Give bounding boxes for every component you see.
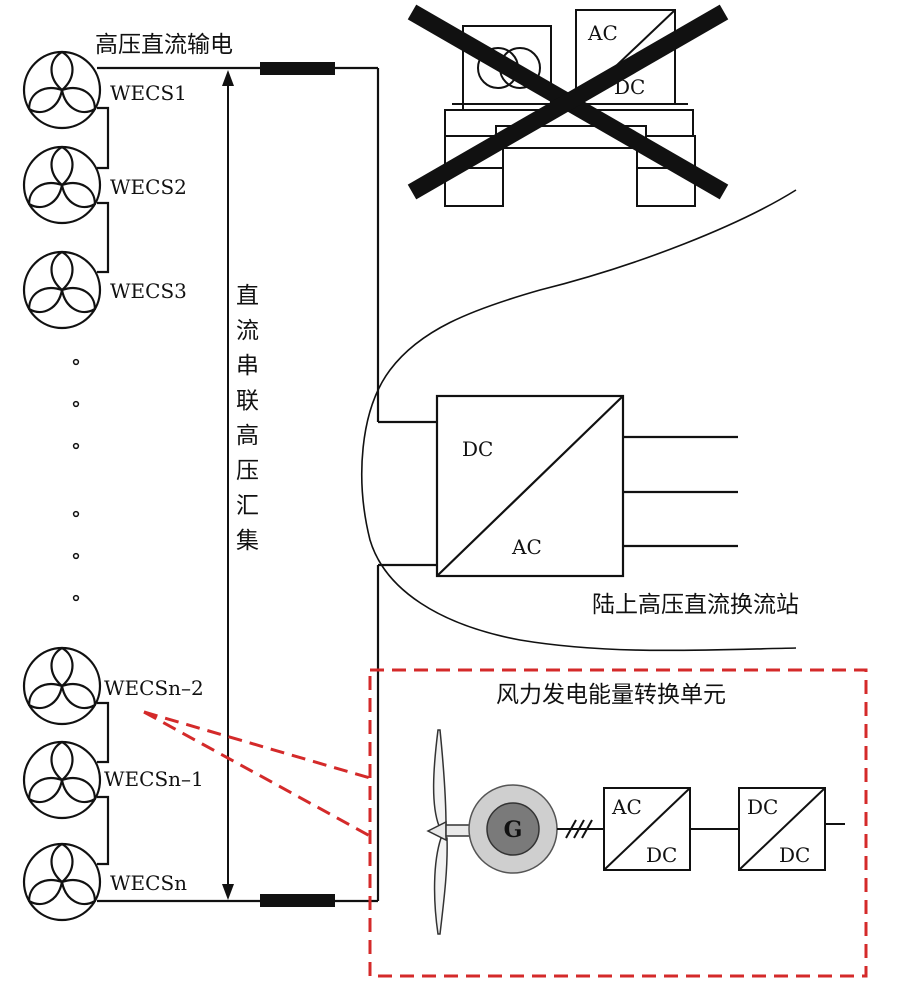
three-phase-link: [557, 819, 604, 839]
unit-converter-dc-dc: DC DC: [738, 787, 826, 871]
turbine-column: [22, 50, 102, 922]
turbine-label: WECS3: [110, 279, 187, 303]
hvdc-transmission-label: 高压直流输电: [95, 32, 233, 58]
series-connections: [97, 66, 437, 903]
converter-bottom-label: DC: [779, 843, 810, 867]
converter-bottom-label: AC: [511, 535, 542, 559]
energy-unit-title: 风力发电能量转换单元: [496, 682, 726, 708]
energy-conversion-unit-box: [368, 668, 868, 978]
turbine-label: WECS1: [110, 81, 187, 105]
svg-text:集: 集: [236, 528, 259, 554]
dc-series-collection-label: 直 流 串 联 高 压 汇 集: [236, 283, 259, 554]
turbine-icon: [22, 50, 102, 130]
turbine-label: WECSn–2: [104, 676, 204, 700]
converter-top-label: DC: [747, 795, 778, 819]
wind-rotor-icon: [426, 729, 475, 935]
svg-text:汇: 汇: [236, 493, 259, 519]
converter-top-label: AC: [611, 795, 642, 819]
svg-text:流: 流: [236, 318, 259, 344]
turbine-icon: [22, 646, 102, 726]
onshore-station-label: 陆上高压直流换流站: [592, 592, 799, 618]
turbine-label: WECSn: [110, 871, 187, 895]
callout-lines: [143, 710, 371, 838]
svg-text:压: 压: [236, 458, 259, 484]
generator-icon: G: [468, 784, 558, 874]
turbine-label: WECS2: [110, 175, 187, 199]
offshore-platform-crossed: AC DC: [407, 4, 729, 207]
cable-segment-bottom: [260, 894, 335, 907]
converter-bottom-label: DC: [646, 843, 677, 867]
voltage-span-arrow: [222, 70, 234, 900]
turbine-label: WECSn–1: [104, 767, 204, 791]
cable-segment-top: [260, 62, 335, 75]
turbine-icon: [22, 740, 102, 820]
svg-text:联: 联: [236, 388, 259, 414]
turbine-icon: [22, 145, 102, 225]
svg-text:高: 高: [236, 423, 259, 449]
onshore-converter: DC AC: [435, 394, 738, 578]
converter-top-label: AC: [587, 21, 618, 45]
turbine-icon: [22, 842, 102, 922]
ellipsis-dots: [72, 358, 80, 602]
svg-text:串: 串: [236, 353, 259, 379]
turbine-icon: [22, 250, 102, 330]
generator-label: G: [504, 817, 523, 843]
coastline: [361, 189, 797, 652]
cross-out-icon: [407, 4, 729, 200]
svg-text:直: 直: [236, 283, 259, 309]
unit-converter-ac-dc: AC DC: [603, 787, 691, 871]
converter-top-label: DC: [462, 437, 493, 461]
